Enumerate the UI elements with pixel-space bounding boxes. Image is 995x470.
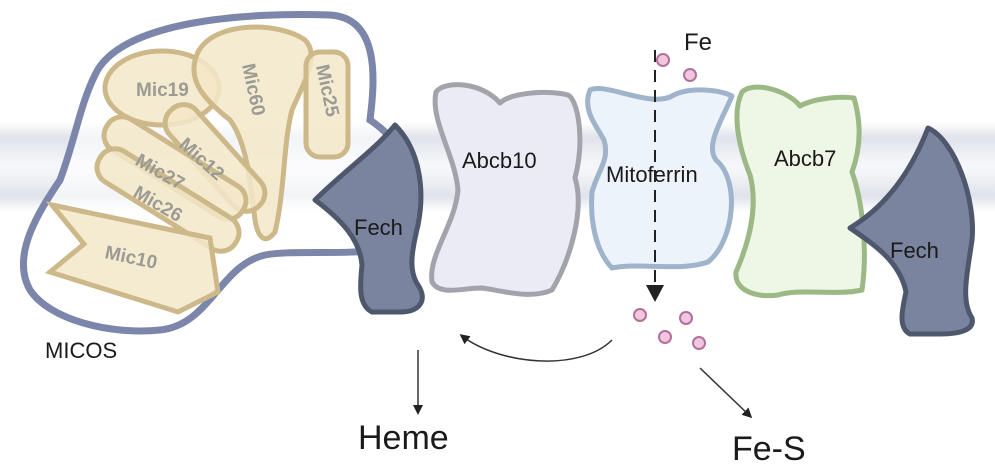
mic60-subunit (191, 24, 314, 242)
mic19-label: Mic19 (136, 80, 189, 101)
heme-label: Heme (358, 419, 449, 457)
mic10-subunit (44, 201, 221, 315)
mic26-subunit (94, 146, 242, 254)
iron-ion (683, 68, 697, 82)
mitoferrin-protein (585, 86, 735, 271)
mic25-subunit (303, 49, 351, 160)
mitoferrin-label: Mitoferrin (606, 162, 698, 187)
fech-left-protein (312, 122, 425, 315)
abcb7-label: Abcb7 (774, 146, 836, 171)
iron-transport-arrowhead (646, 285, 664, 302)
fech-left-label: Fech (354, 215, 403, 240)
iron-to-fech-arrow (459, 334, 613, 362)
iron-ion (679, 311, 693, 325)
iron-to-fes-arrow (699, 367, 753, 419)
abcb10-label: Abcb10 (462, 148, 537, 173)
fe-label: Fe (684, 29, 712, 56)
iron-ion (656, 53, 670, 67)
micos-label: MICOS (45, 338, 117, 363)
iron-ion (658, 330, 672, 344)
fes-label: Fe-S (732, 430, 806, 468)
fech-right-label: Fech (890, 238, 939, 263)
iron-ion (633, 308, 647, 322)
abcb7-protein (733, 84, 867, 299)
micos-complex: Mic19 Mic60 Mic25 Mic12 Mic27 Mic26 Mic1… (19, 10, 418, 335)
abcb10-protein (429, 82, 583, 297)
fech-right-protein (847, 125, 975, 337)
iron-ions (633, 53, 706, 350)
iron-ion (692, 336, 706, 350)
